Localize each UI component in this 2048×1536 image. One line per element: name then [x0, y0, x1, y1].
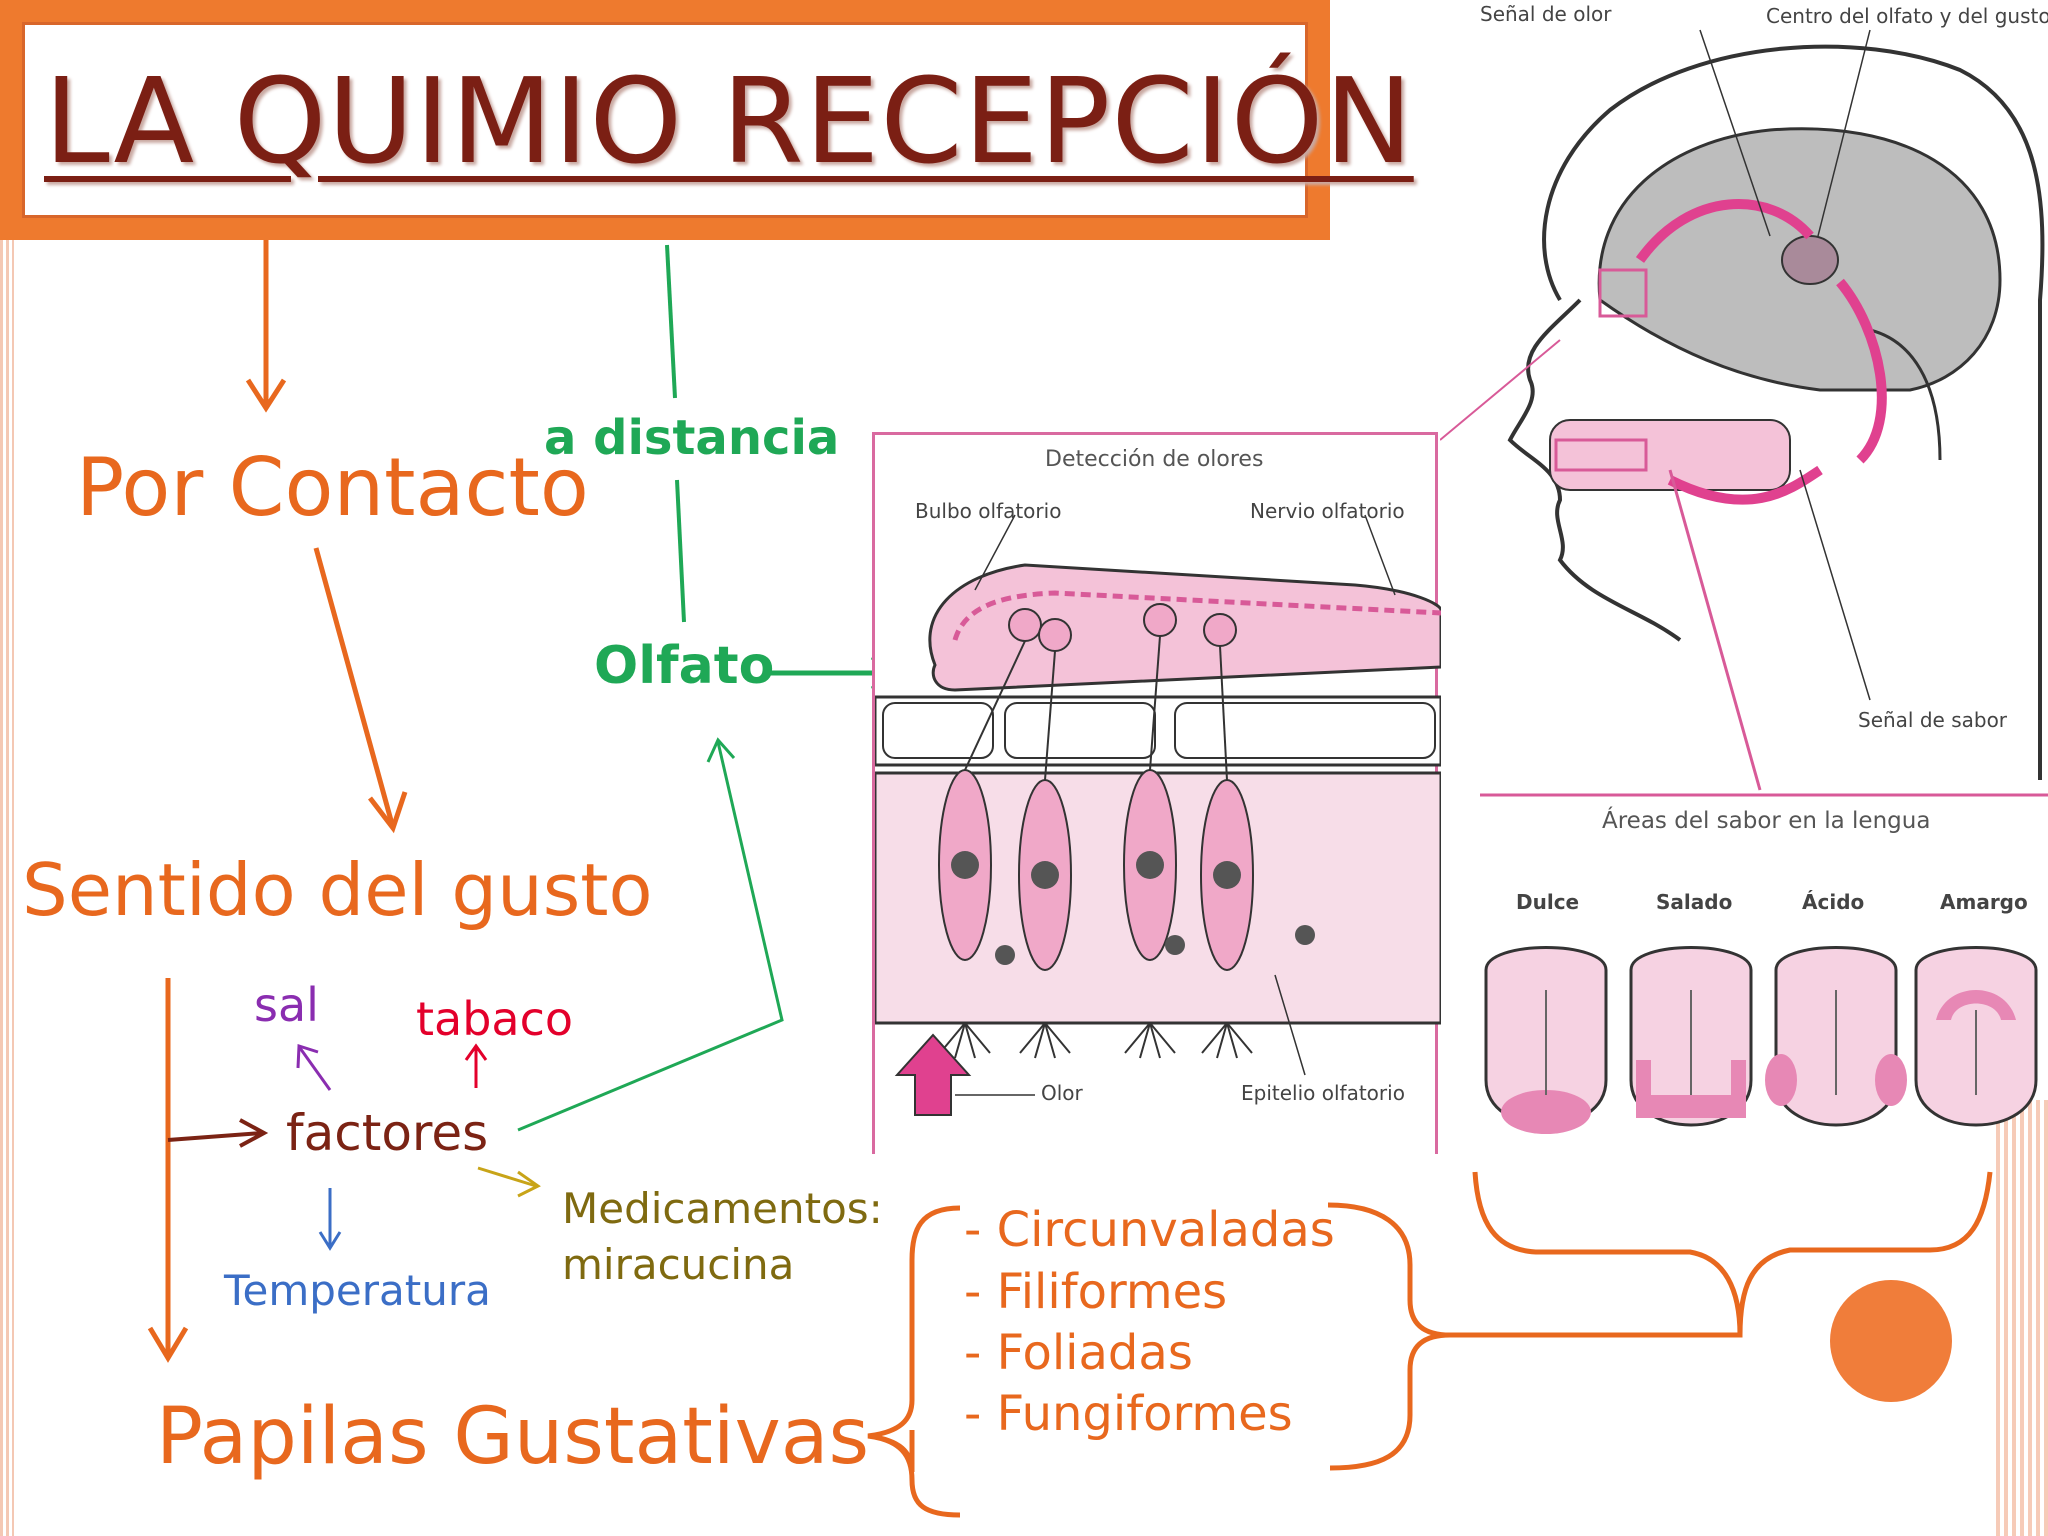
- right-stripe-decoration: [1996, 1100, 2048, 1536]
- arrow-factores-to-tabaco: [464, 1043, 488, 1088]
- olfaction-figure: Detección de olores Bulbo olfatorio Nerv…: [872, 432, 1441, 1154]
- tongue-label-salado: Salado: [1656, 890, 1733, 914]
- line-distancia-to-olfato: [675, 479, 686, 623]
- tongue-diagrams: [1484, 946, 2038, 1134]
- papilas-item-fungiformes: - Fungiformes: [964, 1386, 1293, 1442]
- arrow-to-factores: [167, 1118, 269, 1148]
- olfaction-heading: Detección de olores: [1045, 447, 1264, 472]
- label-olor: Olor: [1041, 1081, 1083, 1105]
- node-miracucina: miracucina: [562, 1240, 795, 1289]
- line-title-to-distancia: [665, 244, 677, 399]
- node-a-distancia: a distancia: [544, 410, 840, 466]
- left-stripe-decoration: [0, 240, 14, 1536]
- papilas-item-foliadas: - Foliadas: [964, 1325, 1193, 1381]
- arrow-title-to-contacto: [245, 240, 287, 413]
- tongue-row: Dulce Salado Ácido Amargo: [1476, 880, 2048, 1150]
- brace-left: [867, 1205, 961, 1518]
- node-temperatura: Temperatura: [224, 1266, 491, 1315]
- arrow-gusto-to-papilas: [147, 978, 189, 1363]
- tongue-label-acido: Ácido: [1802, 890, 1865, 914]
- label-bulbo-olfatorio: Bulbo olfatorio: [915, 499, 1062, 523]
- label-senal-de-sabor: Señal de sabor: [1858, 708, 2008, 732]
- tongue-label-amargo: Amargo: [1940, 890, 2028, 914]
- node-por-contacto: Por Contacto: [76, 441, 589, 534]
- node-factores: factores: [286, 1104, 489, 1162]
- brace-connector: [1450, 1171, 1993, 1338]
- tongue-areas-heading: Áreas del sabor en la lengua: [1602, 808, 1931, 834]
- arrow-factores-to-olfato: [517, 737, 784, 1132]
- node-sentido-gusto: Sentido del gusto: [22, 848, 653, 932]
- node-medicamentos: Medicamentos:: [562, 1184, 883, 1233]
- papilas-item-filiformes: - Filiformes: [964, 1264, 1228, 1320]
- node-papilas: Papilas Gustativas: [156, 1392, 870, 1482]
- arrow-contacto-to-gusto: [313, 547, 408, 834]
- brace-right: [1327, 1202, 1451, 1471]
- olfaction-illustration: [875, 514, 1441, 1116]
- label-nervio-olfatorio: Nervio olfatorio: [1250, 499, 1405, 523]
- node-sal: sal: [254, 978, 319, 1032]
- title-panel: [22, 22, 1308, 218]
- node-tabaco: tabaco: [416, 992, 574, 1046]
- arrow-factores-to-temperatura: [318, 1188, 342, 1251]
- tongue-label-dulce: Dulce: [1516, 890, 1580, 914]
- papilas-item-circunvaladas: - Circunvaladas: [964, 1202, 1335, 1258]
- arrow-factores-to-sal: [296, 1043, 332, 1091]
- label-epitelio-olfatorio: Epitelio olfatorio: [1241, 1081, 1405, 1105]
- decorative-circle: [1830, 1280, 1952, 1402]
- page-title: LA QUIMIO RECEPCIÓN: [44, 52, 1414, 190]
- label-senal-de-olor: Señal de olor: [1480, 2, 1612, 26]
- label-centro-olfato-gusto: Centro del olfato y del gusto: [1766, 4, 2048, 28]
- head-illustration: [1440, 29, 2048, 797]
- head-figure: Señal de olor Centro del olfato y del gu…: [1440, 0, 2048, 1150]
- arrow-factores-to-medicamentos: [477, 1166, 541, 1198]
- node-olfato: Olfato: [594, 636, 775, 696]
